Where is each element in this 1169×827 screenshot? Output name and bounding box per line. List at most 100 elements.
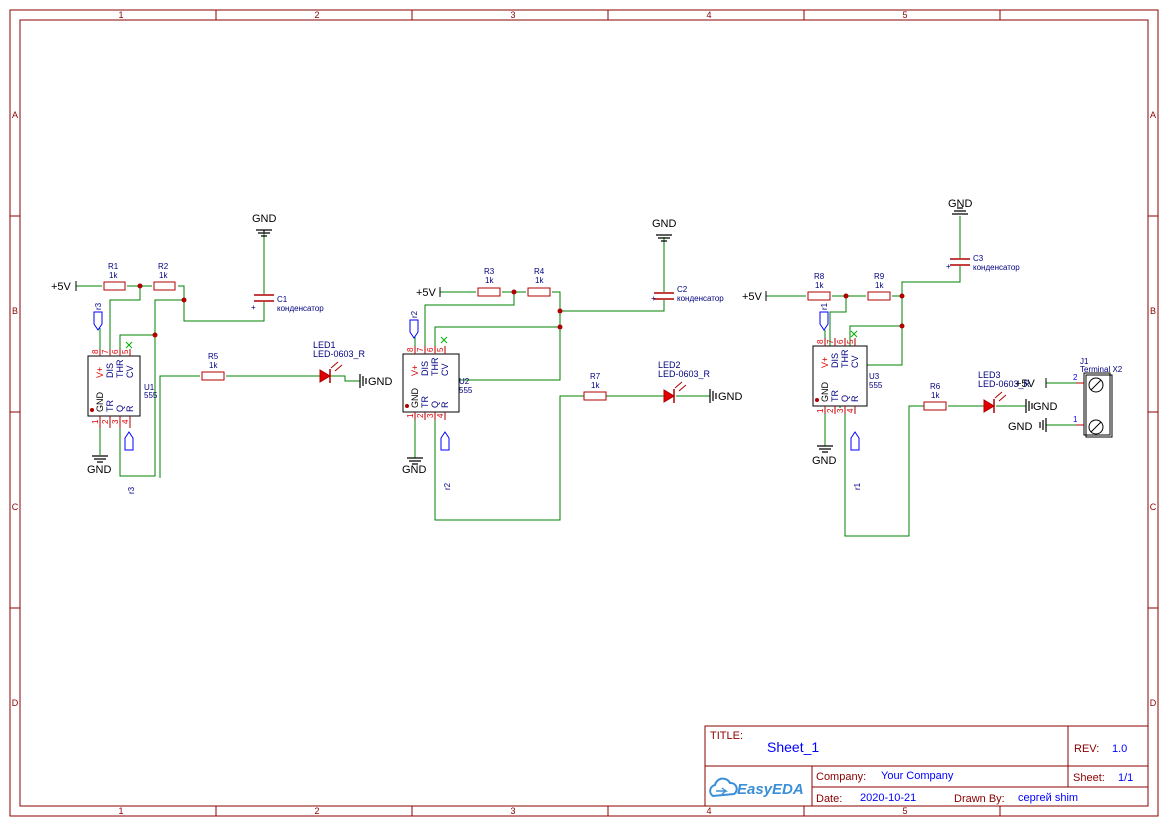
no-connect-marks: [125, 330, 858, 349]
c1-ref: C1: [277, 295, 288, 304]
gnd-label: GND: [812, 455, 837, 467]
u2-pin-gnd: GND: [410, 388, 420, 409]
junctions: [137, 283, 905, 338]
company-label: Company:: [816, 771, 866, 783]
c2-value: конденсатор: [677, 294, 724, 303]
u1-pin-num: 4: [121, 419, 130, 424]
r7-value: 1k: [591, 381, 600, 390]
capacitor-symbols: [254, 258, 970, 302]
gnd-label: GND: [652, 218, 677, 230]
gnd-label: GND: [87, 464, 112, 476]
gnd-label: GND: [948, 198, 973, 210]
gnd-label: GND: [1033, 401, 1058, 413]
rev-value: 1.0: [1112, 743, 1127, 755]
led1-value: LED-0603_R: [313, 349, 366, 359]
u2-pin-num: 5: [436, 347, 445, 352]
r6-ref: R6: [930, 382, 941, 391]
r5-ref: R5: [208, 352, 219, 361]
r4-value: 1k: [535, 276, 544, 285]
gnd-label: GND: [368, 376, 393, 388]
r2-value: 1k: [159, 271, 168, 280]
net-label-r3: r3: [94, 302, 103, 310]
j1-value: Terminal X2: [1080, 365, 1123, 374]
cloud-icon: [709, 777, 738, 798]
net-label-r2: r2: [410, 310, 419, 318]
c1-value: конденсатор: [277, 304, 324, 313]
u3-pin-r: R: [850, 395, 860, 402]
gnd-label: GND: [402, 464, 427, 476]
u3-pin-num: 5: [846, 339, 855, 344]
r9-ref: R9: [874, 272, 885, 281]
row-label: B: [1150, 306, 1156, 316]
ic-u1: V+ DIS THR CV GND TR Q R 8 7 6 5 1 2 3 4…: [87, 349, 158, 428]
u3-value: 555: [869, 381, 883, 390]
net-labels: r3 r3 r2 r2 r1 r1: [94, 302, 862, 494]
svg-text:+: +: [651, 294, 656, 303]
led2-symbol: [663, 381, 687, 403]
vcc-label: +5V: [742, 291, 763, 303]
u3-pin-num: 2: [826, 408, 835, 413]
gnd-label: GND: [1008, 421, 1033, 433]
u2-pin-num: 7: [416, 347, 425, 352]
u1-pin-num: 1: [91, 419, 100, 424]
r5-value: 1k: [209, 361, 218, 370]
row-label: A: [1150, 110, 1156, 120]
row-label: D: [1150, 698, 1157, 708]
u3-pin-vplus: V+: [820, 357, 830, 368]
net-label-r1: r1: [853, 482, 862, 490]
u1-pin-q: Q: [115, 405, 125, 412]
gnd-label: GND: [252, 213, 277, 225]
u1-pin-num: 5: [121, 349, 130, 354]
col-label: 1: [118, 10, 123, 20]
r8-ref: R8: [814, 272, 825, 281]
date-label: Date:: [816, 793, 842, 805]
u3-pin-num: 6: [836, 339, 845, 344]
capacitor-polarity: +++: [251, 262, 951, 312]
u2-pin-dis: DIS: [420, 361, 430, 376]
u1-pin-gnd: GND: [95, 392, 105, 413]
u2-ref: U2: [459, 377, 470, 386]
led1-symbol: [319, 361, 343, 383]
u1-pin-dis: DIS: [105, 363, 115, 378]
r2-ref: R2: [158, 262, 169, 271]
u1-pin-thr: THR: [115, 359, 125, 378]
vcc-labels: +5V +5V +5V +5V: [51, 281, 1036, 390]
col-label: 5: [902, 10, 907, 20]
row-label: D: [12, 698, 19, 708]
col-label: 4: [706, 10, 711, 20]
row-label: A: [12, 110, 18, 120]
sheet-number: 1/1: [1118, 772, 1133, 784]
date-value: 2020-10-21: [860, 792, 916, 804]
u3-pin-num: 3: [836, 408, 845, 413]
r9-value: 1k: [875, 281, 884, 290]
u2-pin-num: 1: [406, 413, 415, 418]
net-label-r3: r3: [127, 486, 136, 494]
col-label: 3: [510, 10, 515, 20]
led2-value: LED-0603_R: [658, 369, 711, 379]
resistor-bodies: [103, 281, 947, 411]
r3-value: 1k: [485, 276, 494, 285]
led3-ref: LED3: [978, 370, 1001, 380]
c3-ref: C3: [973, 254, 984, 263]
u2-pin-num: 6: [426, 347, 435, 352]
r1-ref: R1: [108, 262, 119, 271]
r6-value: 1k: [931, 391, 940, 400]
led-labels: LED1 LED-0603_R LED2 LED-0603_R LED3 LED…: [313, 340, 1031, 389]
u1-value: 555: [144, 391, 158, 400]
led2-ref: LED2: [658, 360, 681, 370]
drawn-by-label: Drawn By:: [954, 793, 1005, 805]
u1-pin-num: 2: [101, 419, 110, 424]
easyeda-logo-text: EasyEDA: [737, 781, 804, 798]
u3-ref: U3: [869, 372, 880, 381]
vcc-symbols: [75, 281, 1047, 388]
col-label: 3: [510, 806, 515, 816]
terminal-j1: 2 1 J1 Terminal X2: [1073, 357, 1123, 438]
col-label: 4: [706, 806, 711, 816]
drawn-by-value: сергей shim: [1018, 792, 1078, 804]
gnd-symbols: [92, 207, 1047, 465]
gnd-labels: GND GND GND GND GND GND GND GND GND GND: [87, 198, 1058, 476]
title-label: TITLE:: [710, 730, 743, 742]
easyeda-logo: EasyEDA: [709, 777, 804, 798]
gnd-label: GND: [718, 391, 743, 403]
